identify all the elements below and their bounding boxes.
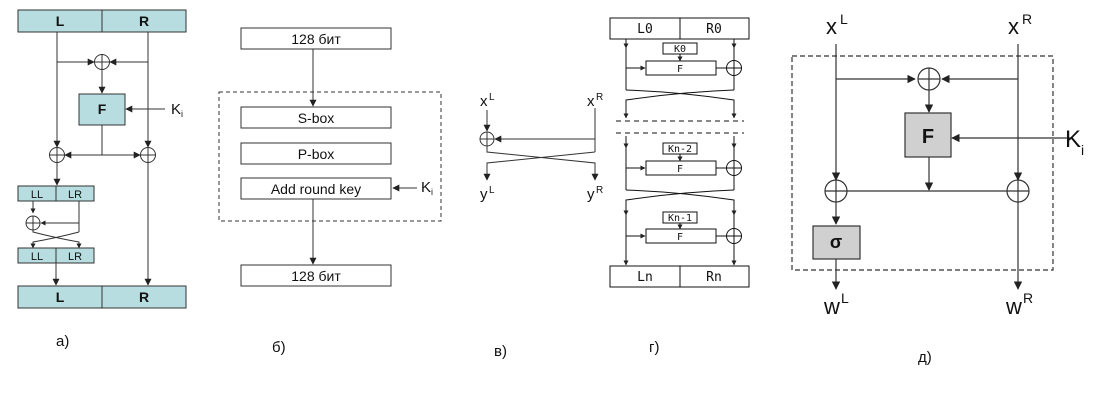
d-top-block-right [679, 17, 750, 40]
a-top-block-right [101, 9, 187, 33]
caption-c: в) [494, 343, 507, 360]
b-key-label: K [421, 179, 431, 196]
a-bottom-left-label: L [56, 289, 65, 305]
a-key-label: K [171, 101, 181, 118]
diagram-d [609, 17, 750, 288]
e-w-right: w [1005, 294, 1022, 319]
a-bottom-right-label: R [139, 289, 149, 305]
d-bottom-right-label: Rn [706, 270, 722, 285]
b-output-label: 128 бит [291, 268, 341, 284]
d-top-left-label: L0 [637, 22, 653, 37]
b-step-sbox-label: S-box [298, 110, 335, 126]
a-inner-top-ll: LL [31, 189, 43, 201]
diagram-e [791, 44, 1072, 290]
e-x-right-sup: R [1022, 11, 1032, 27]
d-top-right-label: R0 [706, 22, 722, 37]
b-input-label: 128 бит [291, 31, 341, 47]
c-x-left: x [480, 93, 488, 110]
b-step-pbox [240, 142, 392, 165]
e-x-left-sup: L [840, 11, 848, 27]
diagram-a [17, 9, 187, 309]
diagram-b-labels: 128 бит S-box P-box Add round key K i 12… [271, 31, 433, 356]
c-x-right: x [587, 93, 595, 110]
caption-d: г) [649, 339, 659, 356]
diagram-b [218, 27, 442, 287]
a-top-left-label: L [56, 13, 65, 29]
caption-e: д) [918, 349, 932, 366]
d-bottom-block-right [679, 265, 750, 288]
a-inner-bottom-ll: LL [31, 251, 43, 263]
e-x-left: x [826, 14, 837, 39]
e-w-left: w [823, 294, 840, 319]
d-bottom-left-label: Ln [637, 270, 653, 285]
diagram-a-labels: L R F K i LL LR LL LR L R а) [31, 13, 183, 350]
e-sigma-box [812, 225, 861, 260]
b-step-pbox-label: P-box [298, 146, 335, 162]
diagram-d-labels: L0 R0 K0 F Kn-2 F Kn-1 F Ln Rn г) [637, 22, 722, 356]
a-top-right-label: R [139, 13, 149, 29]
d-key-kn-2-label: Kn-2 [668, 144, 692, 155]
c-y-right: y [587, 186, 595, 203]
e-f-label: F [922, 126, 934, 148]
caption-a: а) [56, 333, 69, 350]
d-f-label-2: F [677, 164, 683, 175]
c-y-left: y [480, 186, 488, 203]
e-w-left-sup: L [841, 290, 849, 306]
e-key-sub: i [1081, 142, 1084, 158]
b-key-sub: i [431, 187, 433, 197]
a-key-sub: i [181, 109, 183, 119]
d-f-label-1: F [677, 64, 683, 75]
c-x-right-sup: R [596, 92, 603, 103]
diagram-c-labels: x L x R y L y R в) [480, 92, 603, 360]
diagram-e-labels: x L x R F K i σ w L w R д) [823, 11, 1084, 366]
e-f-box [904, 112, 952, 158]
c-y-left-sup: L [489, 185, 495, 196]
e-sigma-label: σ [830, 232, 842, 252]
diagram-c [479, 108, 599, 181]
a-f-label: F [98, 101, 107, 117]
e-key-label: K [1065, 126, 1081, 153]
a-inner-bottom-right [55, 247, 95, 264]
a-inner-top-right [55, 185, 95, 202]
c-y-right-sup: R [596, 185, 603, 196]
b-round-frame [218, 91, 442, 222]
a-bottom-block-right [101, 285, 187, 309]
b-step-addkey-label: Add round key [271, 181, 361, 197]
c-x-left-sup: L [489, 92, 495, 103]
b-step-sbox [240, 106, 392, 129]
d-key-k0-label: K0 [674, 44, 686, 55]
caption-b: б) [272, 339, 286, 356]
b-output-box [240, 264, 392, 287]
e-w-right-sup: R [1023, 290, 1033, 306]
e-x-right: x [1008, 14, 1019, 39]
a-inner-top-lr: LR [68, 189, 82, 201]
d-key-kn-1-label: Kn-1 [668, 213, 692, 224]
e-round-frame [791, 55, 1054, 271]
a-inner-bottom-lr: LR [68, 251, 82, 263]
b-input-box [240, 27, 392, 50]
d-f-label-3: F [677, 232, 683, 243]
b-step-addkey [240, 177, 392, 200]
